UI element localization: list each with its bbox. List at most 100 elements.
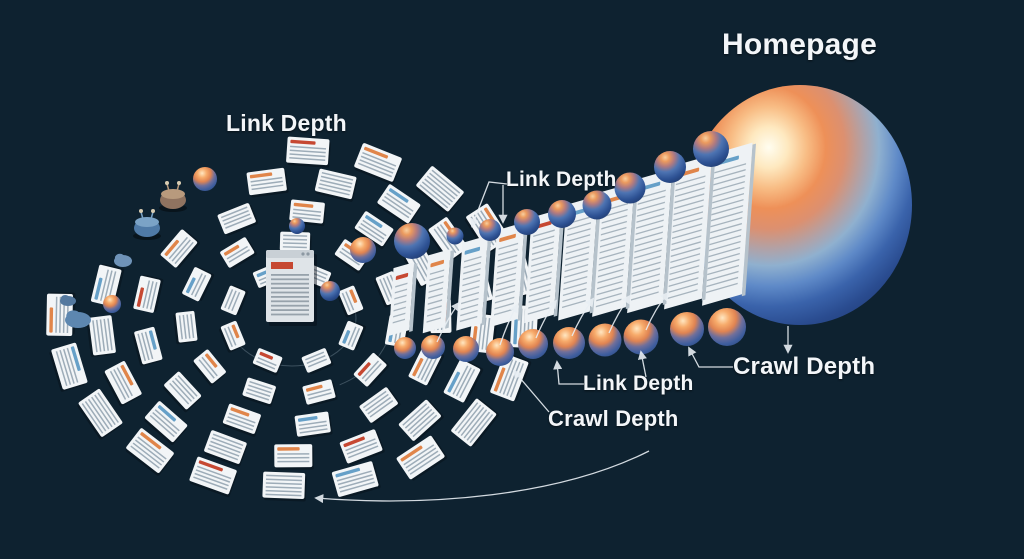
page-card	[189, 456, 238, 498]
card-accent-bar	[140, 432, 162, 450]
pie-sphere-node	[103, 295, 121, 313]
window-dot-icon	[306, 252, 310, 256]
crawl-depth-sphere	[623, 319, 659, 355]
crawl-hop-arrow-4	[571, 297, 595, 337]
crawl-depth-sphere	[453, 336, 479, 362]
link-depth-sphere	[654, 151, 686, 183]
crawl-hop-arrow-1	[436, 301, 461, 343]
page-card	[274, 444, 314, 470]
card-accent-bar	[305, 384, 323, 392]
page-card	[354, 211, 394, 249]
chain-accent-bar	[464, 246, 481, 255]
link-depth-sphere	[446, 227, 464, 245]
link-depth-chain-top-label: Link Depth	[506, 168, 617, 191]
card-accent-bar	[185, 277, 196, 294]
card-accent-bar	[70, 346, 81, 371]
page-card	[125, 428, 174, 476]
crawl-hop-arrow-6	[645, 291, 670, 331]
card-accent-bar	[223, 244, 240, 256]
page-card	[301, 348, 334, 375]
page-card	[86, 315, 116, 358]
page-card	[242, 377, 277, 407]
crawl-depth-sphere	[421, 335, 445, 359]
spiral-sweep-arrow	[314, 450, 650, 504]
page-card	[396, 435, 448, 481]
page-card	[451, 398, 500, 447]
page-card	[103, 361, 142, 407]
layer-deco	[60, 181, 187, 328]
link-depth-sphere	[582, 190, 612, 220]
page-card	[338, 320, 366, 351]
card-accent-bar	[357, 362, 371, 377]
card-accent-bar	[198, 460, 223, 472]
crawl-depth-sphere	[553, 327, 585, 359]
link-depth-sphere	[514, 209, 540, 235]
page-card	[222, 403, 262, 437]
card-accent-bar	[349, 289, 358, 303]
page-card	[246, 167, 289, 198]
page-card	[204, 430, 248, 467]
page-card	[144, 401, 188, 445]
chain-page-card	[627, 169, 676, 314]
crawl-hop-arrow-5	[608, 294, 632, 334]
crawl-depth-left-arrow	[512, 369, 550, 413]
crawl-depth-right-label: Crawl Depth	[733, 353, 876, 380]
center-page-card	[266, 250, 317, 326]
crawler-bot-icon	[159, 181, 187, 212]
card-accent-bar	[364, 146, 389, 159]
card-accent-bar	[148, 330, 157, 350]
layer-center	[266, 250, 317, 326]
page-card	[217, 203, 259, 236]
page-card	[49, 342, 88, 392]
chain-page-card	[456, 235, 492, 331]
page-card	[192, 349, 226, 386]
card-accent-bar	[297, 416, 318, 422]
homepage-label: Homepage	[722, 28, 877, 61]
orbit-ring	[227, 269, 357, 367]
sphere-node	[193, 167, 217, 191]
card-accent-bar	[365, 215, 383, 228]
red-heading-block	[271, 262, 293, 269]
page-card	[132, 326, 163, 367]
sphere-node	[394, 223, 430, 259]
link-depth-sphere	[614, 172, 646, 204]
page-card	[302, 379, 338, 407]
sphere-node	[350, 237, 376, 263]
page-card	[354, 143, 403, 185]
page-card	[314, 168, 358, 202]
chain-page-card	[422, 248, 455, 334]
link-depth-sphere	[479, 219, 501, 241]
card-accent-bar	[513, 319, 518, 345]
crawl-depth-left-label: Crawl Depth	[548, 406, 679, 431]
page-card	[220, 237, 257, 270]
card-accent-bar	[205, 353, 218, 368]
page-card	[77, 389, 123, 440]
cloud-blob-icon	[114, 253, 132, 267]
layer-arrows	[314, 181, 793, 504]
card-accent-bar	[231, 324, 240, 339]
layer-chain	[388, 142, 756, 336]
card-accent-bar	[335, 467, 361, 478]
crawl-depth-sphere	[708, 308, 746, 346]
link-depth-sphere	[693, 131, 729, 167]
page-card	[182, 266, 215, 302]
sphere-node	[320, 281, 340, 301]
card-accent-bar	[249, 172, 273, 179]
window-dot-icon	[301, 252, 305, 256]
page-card	[294, 411, 333, 439]
link-depth-chain-bottom-label: Link Depth	[583, 372, 694, 395]
page-card	[163, 371, 202, 413]
card-accent-bar	[343, 436, 365, 448]
card-accent-bar	[293, 202, 314, 208]
card-accent-bar	[388, 188, 409, 203]
page-card	[160, 229, 200, 268]
link-depth-spiral-label: Link Depth	[226, 110, 347, 136]
card-accent-bar	[120, 364, 134, 386]
crawl-depth-sphere	[518, 329, 548, 359]
chain-accent-bar	[430, 259, 445, 268]
chain-accent-bar	[395, 272, 409, 280]
card-accent-bar	[157, 405, 177, 422]
crawl-hop-arrow-2	[499, 303, 518, 346]
page-card	[262, 471, 307, 502]
crawler-bot-icon	[133, 209, 161, 240]
